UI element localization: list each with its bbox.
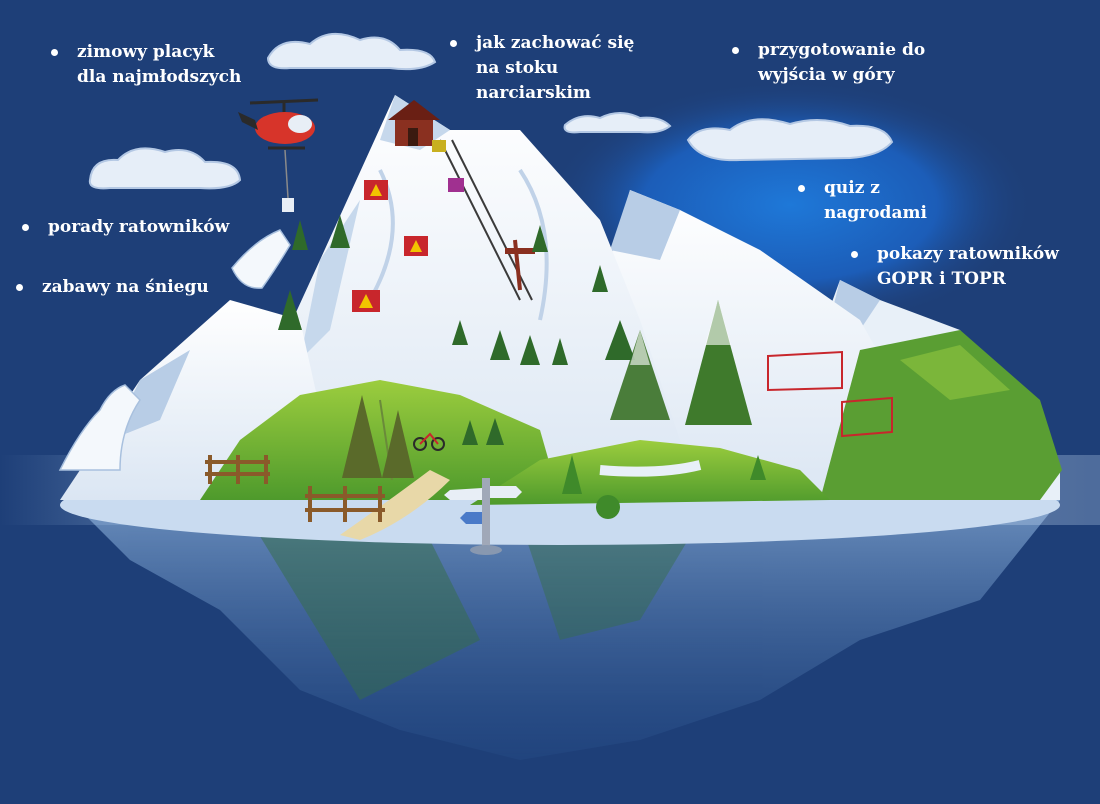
right-green-hill <box>820 330 1062 500</box>
menu-item-rescuer-tips[interactable]: porady ratowników <box>22 215 230 240</box>
menu-item-quiz[interactable]: quiz z nagrodami <box>798 176 927 226</box>
bullet-icon <box>22 224 29 231</box>
bullet-icon <box>450 40 457 47</box>
menu-item-rescue-demos[interactable]: pokazy ratowników GOPR i TOPR <box>851 242 1059 292</box>
bullet-icon <box>798 185 805 192</box>
menu-item-label: na stoku <box>476 58 559 78</box>
mountains <box>60 95 1062 500</box>
fence-icon <box>205 455 385 522</box>
water-reflection <box>70 500 1060 760</box>
menu-item-slope-safety[interactable]: jak zachować się na stoku narciarskim <box>450 31 635 106</box>
menu-item-mountain-preparation[interactable]: przygotowanie do wyjścia w góry <box>732 38 926 88</box>
ski-hut-icon <box>388 100 440 146</box>
helicopter-icon <box>238 98 319 212</box>
menu-item-label: dla najmłodszych <box>77 67 242 87</box>
bullet-icon <box>851 251 858 258</box>
bullet-icon <box>732 47 739 54</box>
menu-item-snow-games[interactable]: zabawy na śniegu <box>16 275 209 300</box>
menu-item-label: zimowy placyk <box>77 42 215 62</box>
menu-item-winter-playground[interactable]: zimowy placyk dla najmłodszych <box>51 40 242 90</box>
bullet-icon <box>51 49 58 56</box>
menu-item-label: narciarskim <box>476 83 591 103</box>
tree-icon <box>278 215 752 425</box>
menu-item-label: jak zachować się <box>476 33 635 53</box>
snow-puffs <box>58 229 291 471</box>
menu-item-label: wyjścia w góry <box>758 65 895 85</box>
safety-net <box>767 350 893 438</box>
cloud-icon <box>88 33 894 190</box>
forest <box>342 395 766 519</box>
menu-item-label: porady ratowników <box>48 217 230 237</box>
menu-item-label: przygotowanie do <box>758 40 926 60</box>
cable-car-icon <box>432 140 535 291</box>
signpost-icon <box>444 478 522 555</box>
bullet-icon <box>16 284 23 291</box>
menu-item-label: pokazy ratowników <box>877 244 1059 264</box>
menu-item-label: zabawy na śniegu <box>42 277 209 297</box>
menu-item-label: quiz z <box>824 178 880 198</box>
cyclist-icon <box>413 432 445 451</box>
warning-sign-icon <box>352 180 428 312</box>
menu-item-label: nagrodami <box>824 203 927 223</box>
green-hills <box>200 380 830 540</box>
menu-item-label: GOPR i TOPR <box>877 269 1006 289</box>
